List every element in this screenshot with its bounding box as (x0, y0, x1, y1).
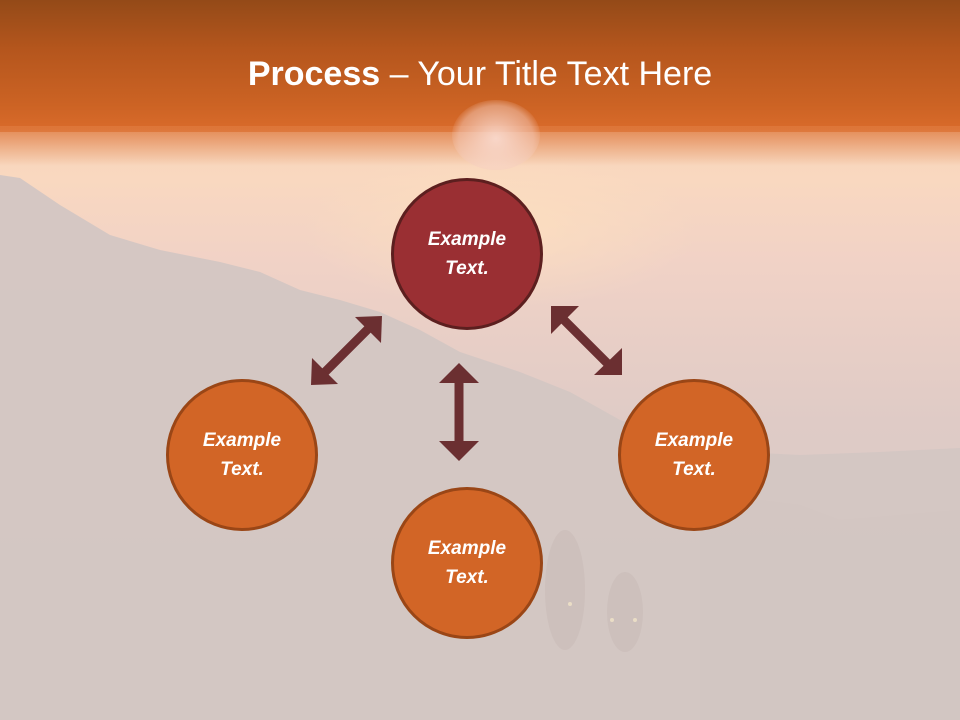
arrow-top-right-icon (551, 306, 622, 375)
node-left-line1: Example (202, 430, 282, 451)
node-top-line2: Text. (445, 258, 489, 279)
title-separator: – (380, 55, 418, 93)
arrow-top-left-icon (311, 316, 382, 385)
node-left-line2: Text. (220, 459, 264, 480)
node-top-line1: Example (427, 229, 507, 250)
arrow-vertical-icon (439, 363, 479, 461)
node-right-line2: Text. (672, 459, 716, 480)
title-regular: Your Title Text Here (417, 55, 713, 93)
slide-title: Process – Your Title Text Here (0, 52, 960, 96)
sun (452, 100, 540, 170)
node-bottom-line2: Text. (445, 567, 489, 588)
node-right-line1: Example (654, 430, 734, 451)
node-bottom-line1: Example (427, 538, 507, 559)
title-bold: Process (247, 55, 381, 93)
